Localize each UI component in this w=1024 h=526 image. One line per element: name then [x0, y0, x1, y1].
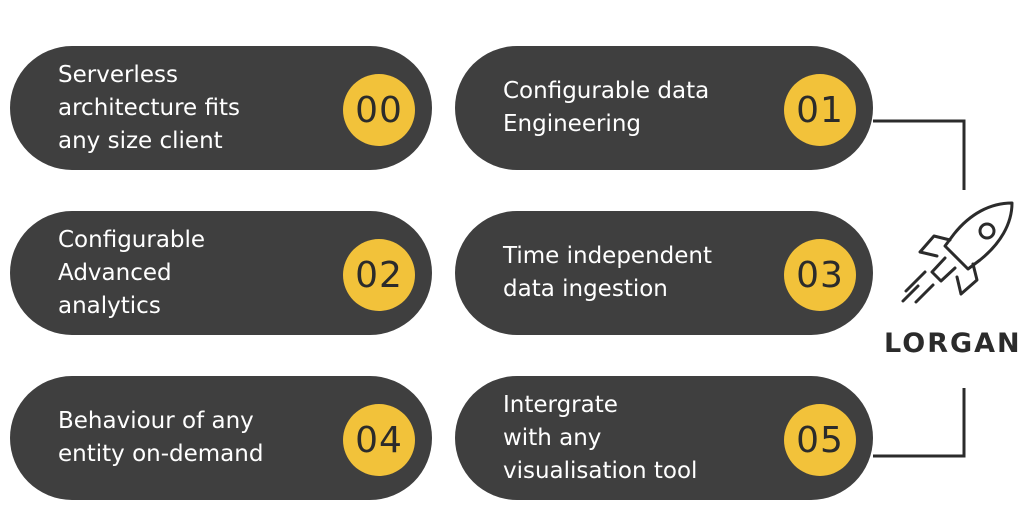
connector-top-line	[873, 119, 966, 190]
step-00-card: Serverless architecture fits any size cl…	[10, 46, 432, 170]
step-04-number-badge: 04	[343, 404, 415, 476]
step-01-line-1: Configurable data	[503, 78, 710, 104]
step-01-text: Configurable data Engineering	[503, 46, 709, 170]
step-02-number-badge: 02	[343, 239, 415, 311]
step-05-number-badge: 05	[784, 404, 856, 476]
rocket-icon	[901, 201, 1014, 304]
step-04-line-2: entity on-demand	[58, 441, 264, 467]
step-05-line-1: Intergrate	[503, 391, 618, 418]
step-04-line-1: Behaviour of any	[58, 408, 254, 434]
step-01-card: Configurable data Engineering 01	[455, 46, 873, 170]
connector-bottom-line	[873, 388, 966, 458]
step-03-line-1: Time independent	[503, 243, 712, 269]
step-00-text: Serverless architecture fits any size cl…	[58, 46, 240, 170]
step-04-text: Behaviour of any entity on-demand	[58, 376, 263, 500]
brand-name: LORGAN	[884, 328, 1022, 359]
step-02-line-2: Advanced	[58, 259, 172, 286]
step-03-line-2: data ingestion	[503, 276, 668, 302]
step-00-line-1: Serverless	[58, 61, 178, 88]
step-02-text: Configurable Advanced analytics	[58, 211, 205, 335]
step-05-text: Intergrate with any visualisation tool	[503, 376, 697, 500]
step-01-line-2: Engineering	[503, 111, 641, 137]
step-03-text: Time independent data ingestion	[503, 211, 712, 335]
step-00-line-3: any size client	[58, 127, 223, 154]
step-00-number-badge: 00	[343, 74, 415, 146]
step-05-card: Intergrate with any visualisation tool 0…	[455, 376, 873, 500]
step-03-card: Time independent data ingestion 03	[455, 211, 873, 335]
step-04-card: Behaviour of any entity on-demand 04	[10, 376, 432, 500]
step-02-line-1: Configurable	[58, 226, 206, 253]
step-05-line-2: with any	[503, 424, 602, 451]
step-02-line-3: analytics	[58, 292, 161, 319]
step-05-line-3: visualisation tool	[503, 457, 698, 484]
step-02-card: Configurable Advanced analytics 02	[10, 211, 432, 335]
step-03-number-badge: 03	[784, 239, 856, 311]
step-00-line-2: architecture fits	[58, 94, 240, 121]
step-01-number-badge: 01	[784, 74, 856, 146]
